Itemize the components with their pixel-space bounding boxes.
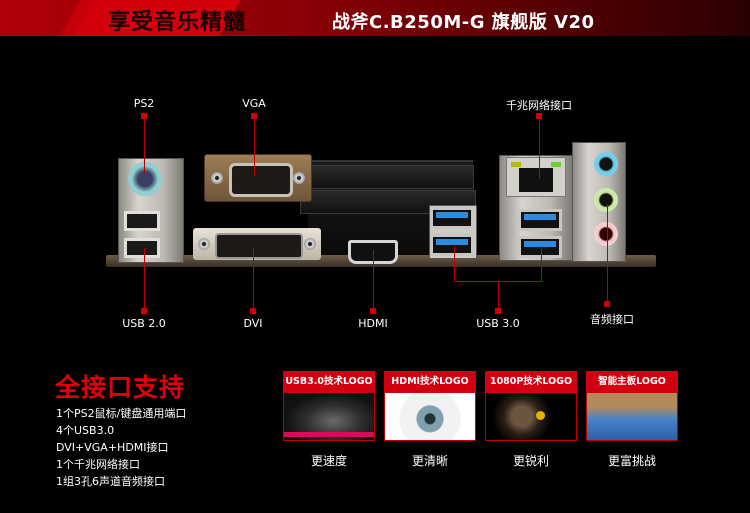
card-header: 1080P技术LOGO xyxy=(485,371,577,393)
callout-dot xyxy=(604,301,610,307)
screw-icon xyxy=(198,238,210,250)
ps2-port xyxy=(128,162,162,196)
port-label-usb3: USB 3.0 xyxy=(476,317,520,330)
banner-slogan: 享受音乐精髓 xyxy=(108,10,247,35)
dvi-port xyxy=(193,228,321,260)
sports-car-image xyxy=(283,393,375,441)
port-label-ps2: PS2 xyxy=(133,97,155,110)
usb2-port xyxy=(124,238,160,258)
card-caption: 更锐利 xyxy=(512,454,549,468)
audio-jack-green xyxy=(594,188,618,212)
callout-dot xyxy=(370,308,376,314)
eagle-image xyxy=(485,393,577,441)
callout-line xyxy=(253,248,254,311)
feature-item: 1个PS2鼠标/键盘通用端口 xyxy=(56,407,187,420)
callout-line xyxy=(144,248,145,311)
callout-line xyxy=(373,250,374,311)
audio-jack-pink xyxy=(594,222,618,246)
vga-socket xyxy=(229,163,293,197)
callout-line xyxy=(607,204,608,304)
feature-item: 1组3孔6声道音频接口 xyxy=(56,475,165,488)
ethernet-port xyxy=(506,157,566,197)
usb3-port xyxy=(518,236,562,258)
usb3-port xyxy=(430,234,474,256)
feature-card-hdmi: HDMI技术LOGO 更清晰 xyxy=(384,371,476,469)
callout-line xyxy=(498,281,499,311)
card-header: HDMI技术LOGO xyxy=(384,371,476,393)
feature-card-1080p: 1080P技术LOGO 更锐利 xyxy=(485,371,577,469)
usb3-port xyxy=(430,207,474,229)
led-indicator xyxy=(551,162,561,167)
callout-dot xyxy=(250,308,256,314)
callout-dot xyxy=(495,308,501,314)
callout-line xyxy=(254,116,255,176)
header-banner: 享受音乐精髓 战斧C.B250M-G 旗舰版 V20 xyxy=(0,0,750,36)
callout-line xyxy=(539,116,540,179)
dvi-socket xyxy=(215,233,303,259)
card-caption: 更富挑战 xyxy=(607,454,656,468)
card-caption: 更速度 xyxy=(310,454,347,468)
vga-port xyxy=(204,154,312,202)
audio-jack-blue xyxy=(594,152,618,176)
callout-line xyxy=(144,116,145,173)
port-label-lan: 千兆网络接口 xyxy=(506,99,572,112)
port-label-vga: VGA xyxy=(242,97,266,110)
card-header: USB3.0技术LOGO xyxy=(283,371,375,393)
features-title: 全接口支持 xyxy=(55,373,186,402)
port-label-usb2: USB 2.0 xyxy=(122,317,166,330)
feature-item: 4个USB3.0 xyxy=(56,424,115,437)
usb2-port xyxy=(124,211,160,231)
eye-image xyxy=(384,393,476,441)
rock-climber-image xyxy=(586,393,678,441)
feature-card-usb3: USB3.0技术LOGO 更速度 xyxy=(283,371,375,469)
callout-dot xyxy=(141,308,147,314)
screw-icon xyxy=(304,238,316,250)
heatsink xyxy=(308,165,474,189)
feature-card-smart: 智能主板LOGO 更富挑战 xyxy=(586,371,678,469)
feature-item: 1个千兆网络接口 xyxy=(56,458,140,471)
screw-icon xyxy=(211,172,223,184)
card-header: 智能主板LOGO xyxy=(586,371,678,393)
feature-item: DVI+VGA+HDMI接口 xyxy=(56,441,169,454)
led-indicator xyxy=(511,162,521,167)
port-label-hdmi: HDMI xyxy=(358,317,388,330)
card-caption: 更清晰 xyxy=(411,454,448,468)
screw-icon xyxy=(293,172,305,184)
callout-line xyxy=(541,246,542,281)
callout-line xyxy=(454,246,455,281)
rj45-socket xyxy=(519,168,553,192)
port-label-dvi: DVI xyxy=(243,317,263,330)
product-title: 战斧C.B250M-G 旗舰版 V20 xyxy=(332,12,595,33)
usb3-port xyxy=(518,209,562,231)
feature-list: 1个PS2鼠标/键盘通用端口 4个USB3.0 DVI+VGA+HDMI接口 1… xyxy=(56,405,186,490)
port-label-audio: 音频接口 xyxy=(590,313,634,326)
